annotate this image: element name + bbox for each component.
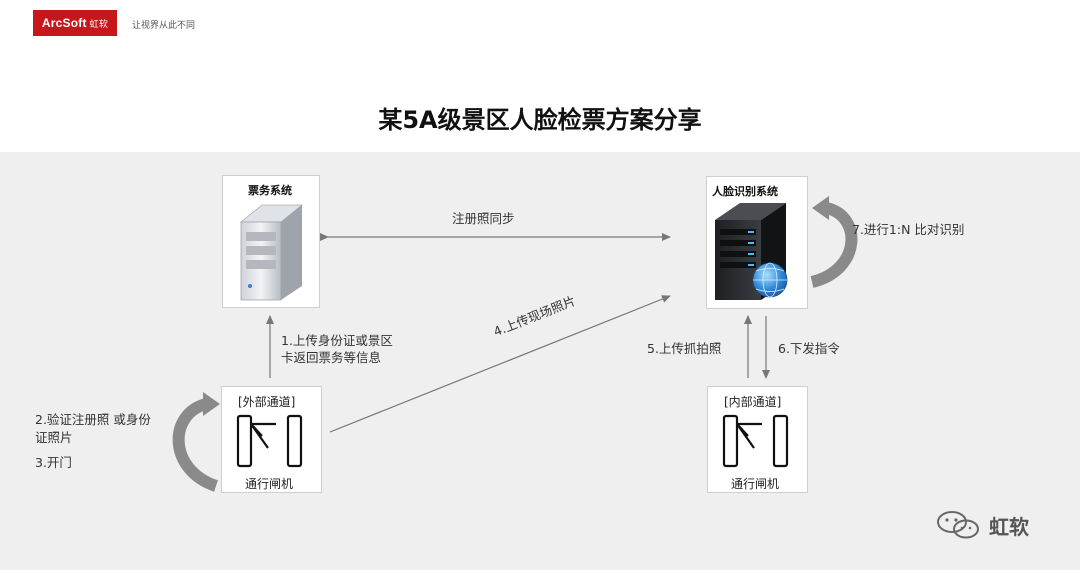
face-system-label: 人脸识别系统 [712, 185, 778, 198]
wechat-icon [937, 511, 979, 539]
diagram-panel [0, 152, 1080, 570]
ticket-server-icon [239, 204, 304, 301]
step1-label-line2: 卡返回票务等信息 [281, 350, 382, 365]
step5-label: 5.上传抓拍照 [647, 341, 722, 356]
step2-label-line2: 证照片 [35, 430, 73, 445]
logo-text: ArcSoft [41, 16, 87, 30]
step4-arrow [329, 295, 671, 433]
outer-gate-header: [外部通道] [238, 395, 296, 409]
inner-gate-caption: 通行闸机 [731, 477, 780, 491]
loop-arrow-face [810, 196, 858, 288]
sync-label: 注册照同步 [452, 211, 515, 226]
arcsoft-logo: ArcSoft 虹软 [33, 10, 117, 36]
page-title: 某5A级景区人脸检票方案分享 [378, 106, 702, 134]
step1-label-line1: 1.上传身份证或景区 [281, 333, 393, 348]
header: ArcSoft 虹软 让视界从此不同 [0, 0, 1080, 44]
logo-cn-text: 虹软 [89, 18, 109, 29]
inner-turnstile-icon [722, 414, 789, 468]
slogan: 让视界从此不同 [132, 21, 196, 31]
globe-icon [752, 262, 788, 298]
outer-turnstile-icon [236, 414, 303, 468]
wechat-watermark: 虹软 [935, 510, 1029, 540]
step3-label: 3.开门 [35, 455, 72, 470]
step7-label: 7.进行1:N 比对识别 [852, 222, 965, 237]
outer-gate-caption: 通行闸机 [245, 477, 294, 491]
loop-arrow-outer [172, 392, 220, 492]
step2-label-line1: 2.验证注册照 或身份 [35, 412, 151, 427]
ticket-system-label: 票务系统 [248, 184, 292, 197]
watermark-text: 虹软 [989, 514, 1029, 539]
inner-gate-header: [内部通道] [724, 395, 782, 409]
step6-label: 6.下发指令 [778, 341, 840, 356]
